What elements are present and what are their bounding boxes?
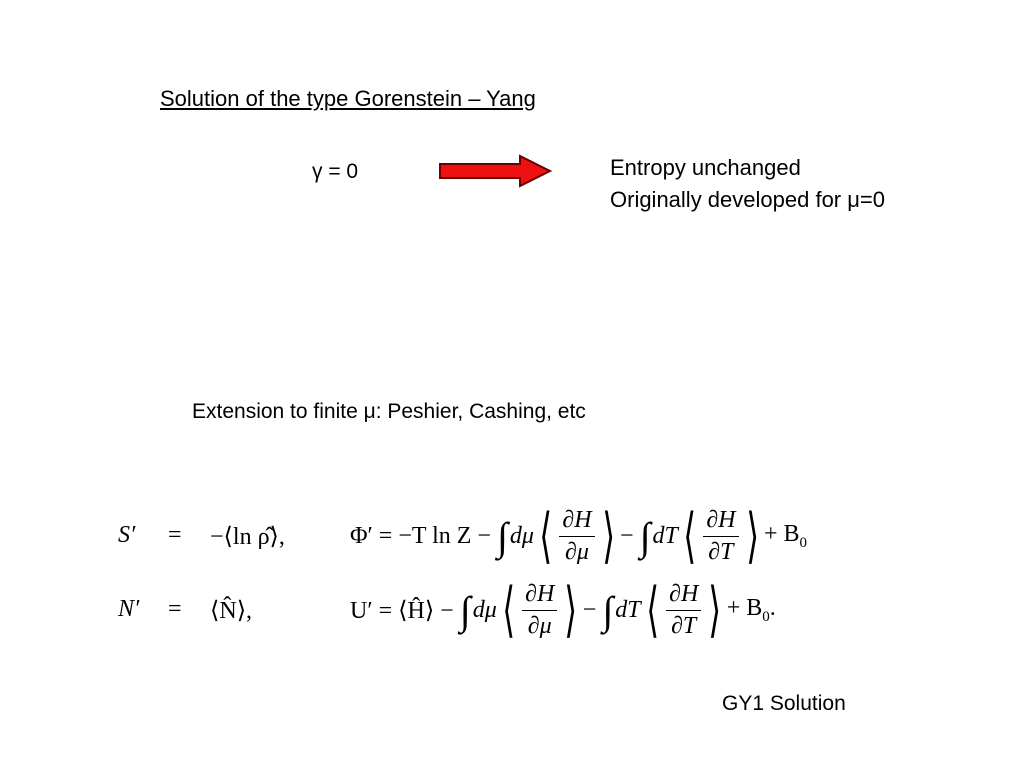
eq-d-var: dμ bbox=[472, 596, 497, 623]
eq-tail-b: + B bbox=[726, 594, 763, 621]
fraction: ∂H ∂μ bbox=[559, 507, 595, 566]
fraction: ∂H ∂μ bbox=[522, 581, 558, 640]
fraction: ∂H ∂T bbox=[703, 507, 739, 566]
eq-minus: − bbox=[582, 596, 597, 623]
fraction-denominator: ∂T bbox=[671, 612, 697, 639]
fraction-denominator: ∂T bbox=[708, 538, 734, 565]
eq-d-var: dμ bbox=[509, 522, 534, 549]
right-angle-bracket: ⟩ bbox=[564, 577, 578, 643]
eq-lhs: N′ bbox=[118, 596, 140, 622]
left-angle-bracket: ⟨ bbox=[683, 503, 697, 569]
result-line-developed: Originally developed for μ=0 bbox=[610, 187, 885, 212]
fraction-denominator: ∂μ bbox=[527, 612, 552, 639]
eq-tail-subscript: 0 bbox=[762, 608, 770, 625]
eq-tail: + B0. bbox=[727, 595, 776, 626]
result-text: Entropy unchanged Originally developed f… bbox=[610, 152, 885, 216]
eq-tail: + B0 bbox=[764, 521, 807, 552]
left-angle-bracket: ⟨ bbox=[539, 503, 553, 569]
result-line-entropy: Entropy unchanged bbox=[610, 155, 801, 180]
gamma-condition: γ = 0 bbox=[312, 160, 359, 183]
fraction-numerator: ∂H bbox=[522, 581, 558, 611]
eq-main-lhs: Φ′ = −T ln Z − bbox=[350, 522, 491, 549]
eq-lhs: S′ bbox=[118, 522, 136, 548]
fraction-numerator: ∂H bbox=[666, 581, 702, 611]
fraction-denominator: ∂μ bbox=[565, 538, 589, 565]
eq-tail-end: . bbox=[769, 594, 776, 621]
integral-sign: ∫ bbox=[639, 513, 651, 559]
eq-tail-b: + B bbox=[763, 520, 800, 547]
left-angle-bracket: ⟨ bbox=[645, 577, 659, 643]
right-arrow-icon bbox=[439, 154, 553, 188]
eq-equals: = bbox=[168, 596, 182, 622]
footer-label: GY1 Solution bbox=[722, 692, 846, 715]
extension-text: Extension to finite μ: Peshier, Cashing,… bbox=[192, 400, 586, 423]
right-angle-bracket: ⟩ bbox=[708, 577, 722, 643]
eq-main: Φ′ = −T ln Z − ∫ dμ ⟨ ∂H ∂μ ⟩ − ∫ dT ⟨ ∂… bbox=[350, 504, 807, 568]
right-angle-bracket: ⟩ bbox=[601, 503, 615, 569]
eq-tail-subscript: 0 bbox=[799, 534, 807, 551]
eq-d-var: dT bbox=[615, 596, 641, 623]
eq-rhs: ⟨N̂⟩, bbox=[210, 598, 253, 624]
eq-d-var: dT bbox=[652, 522, 678, 549]
fraction: ∂H ∂T bbox=[666, 581, 702, 640]
eq-main-lhs: U′ = ⟨Ĥ⟩ − bbox=[350, 597, 454, 624]
equation-entropy: S′ = −⟨ln ρ̂⟩, Φ′ = −T ln Z − ∫ dμ ⟨ ∂H … bbox=[118, 504, 908, 568]
eq-main: U′ = ⟨Ĥ⟩ − ∫ dμ ⟨ ∂H ∂μ ⟩ − ∫ dT ⟨ ∂H ∂T… bbox=[350, 578, 776, 642]
right-angle-bracket: ⟩ bbox=[745, 503, 759, 569]
slide-title: Solution of the type Gorenstein – Yang bbox=[160, 86, 536, 111]
fraction-numerator: ∂H bbox=[703, 507, 739, 537]
integral-sign: ∫ bbox=[496, 513, 508, 559]
eq-rhs: −⟨ln ρ̂⟩, bbox=[210, 524, 285, 550]
integral-sign: ∫ bbox=[602, 587, 614, 633]
integral-sign: ∫ bbox=[459, 587, 471, 633]
left-angle-bracket: ⟨ bbox=[502, 577, 515, 643]
equation-number: N′ = ⟨N̂⟩, U′ = ⟨Ĥ⟩ − ∫ dμ ⟨ ∂H ∂μ ⟩ − ∫… bbox=[118, 578, 908, 642]
eq-equals: = bbox=[168, 522, 182, 548]
fraction-numerator: ∂H bbox=[559, 507, 595, 537]
eq-minus: − bbox=[620, 522, 634, 549]
